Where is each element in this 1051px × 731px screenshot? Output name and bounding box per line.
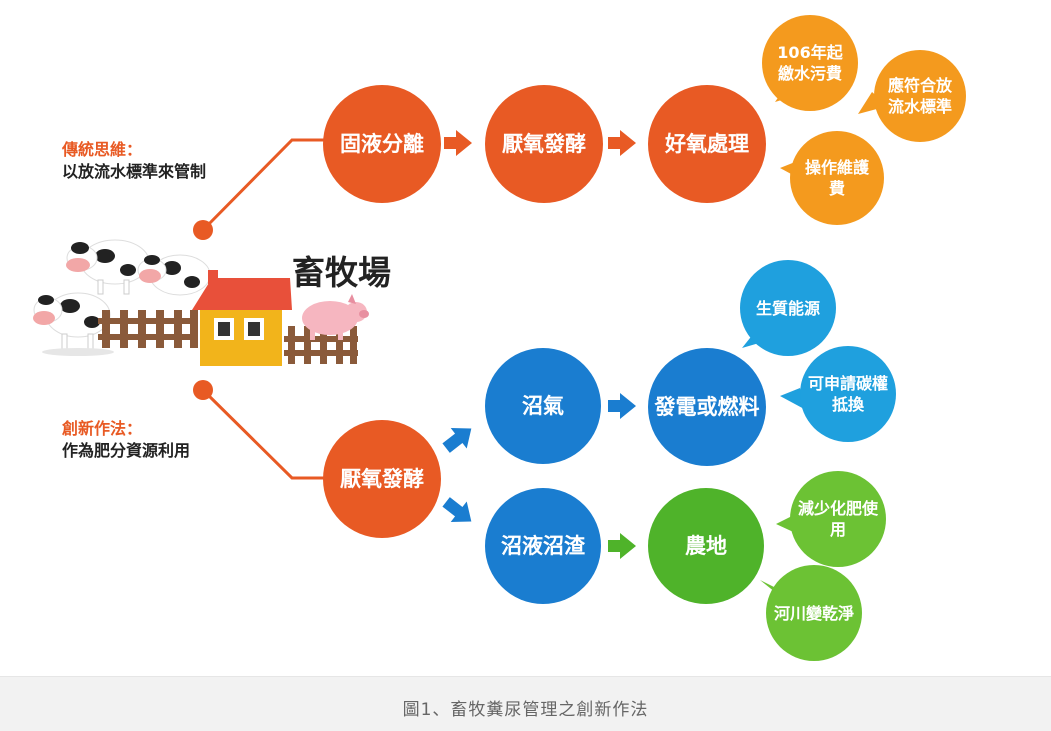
cow-icon — [137, 254, 211, 296]
arrow-icon — [608, 130, 636, 156]
farm-illustration — [33, 239, 369, 366]
arrow-icon — [608, 393, 636, 419]
bubble-effluent-standard: 應符合放流水標準 — [874, 50, 966, 142]
bubble-bioenergy: 生質能源 — [740, 260, 836, 356]
node-power-or-fuel: 發電或燃料 — [648, 348, 766, 466]
arrow-icon — [442, 497, 472, 522]
connector-traditional — [201, 138, 330, 232]
node-solid-liquid-separation: 固液分離 — [323, 85, 441, 203]
fence-icon — [284, 326, 358, 364]
innovative-subtitle: 作為肥分資源利用 — [62, 441, 191, 460]
node-anaerobic-digestion: 厭氧發酵 — [485, 85, 603, 203]
traditional-heading: 傳統思維： — [62, 140, 143, 159]
bubble-less-fertilizer: 減少化肥使用 — [790, 471, 886, 567]
figure-caption: 圖1、畜牧糞尿管理之創新作法 — [402, 700, 649, 720]
bubble-carbon-credit: 可申請碳權抵換 — [800, 346, 896, 442]
node-aerobic-treatment: 好氧處理 — [648, 85, 766, 203]
cow-icon — [66, 239, 150, 295]
bubble-clean-river: 河川變乾淨 — [766, 565, 862, 661]
bubble-maintenance-cost: 操作維護費 — [790, 131, 884, 225]
farm-title: 畜牧場 — [292, 253, 391, 292]
arrow-icon — [444, 130, 472, 156]
bubble-tail — [858, 92, 888, 114]
connector-dot-innovative — [193, 380, 213, 400]
traditional-label: 傳統思維： 以放流水標準來管制 — [62, 139, 206, 183]
arrow-icon — [442, 428, 472, 453]
connector-dot-traditional — [193, 220, 213, 240]
caption-bar: 圖1、畜牧糞尿管理之創新作法 — [0, 676, 1051, 731]
node-digestate: 沼液沼渣 — [485, 488, 601, 604]
bubble-tail — [780, 388, 806, 410]
connector-innovative — [201, 388, 330, 480]
innovative-heading: 創新作法： — [62, 419, 143, 438]
barn-icon — [192, 270, 292, 366]
node-anaerobic-digestion-innovative: 厭氧發酵 — [323, 420, 441, 538]
pig-icon — [302, 294, 369, 340]
fence-icon — [98, 310, 198, 348]
diagram-stage: 畜牧場 傳統思維： 以放流水標準來管制 創新作法： 作為肥分資源利用 固液分離 … — [33, 15, 966, 661]
node-biogas: 沼氣 — [485, 348, 601, 464]
node-farmland: 農地 — [648, 488, 764, 604]
arrow-icon — [608, 533, 636, 559]
cow-icon — [33, 292, 114, 356]
bubble-water-pollution-fee: 106年起繳水污費 — [762, 15, 858, 111]
innovative-label: 創新作法： 作為肥分資源利用 — [62, 418, 190, 462]
traditional-subtitle: 以放流水標準來管制 — [62, 162, 207, 181]
